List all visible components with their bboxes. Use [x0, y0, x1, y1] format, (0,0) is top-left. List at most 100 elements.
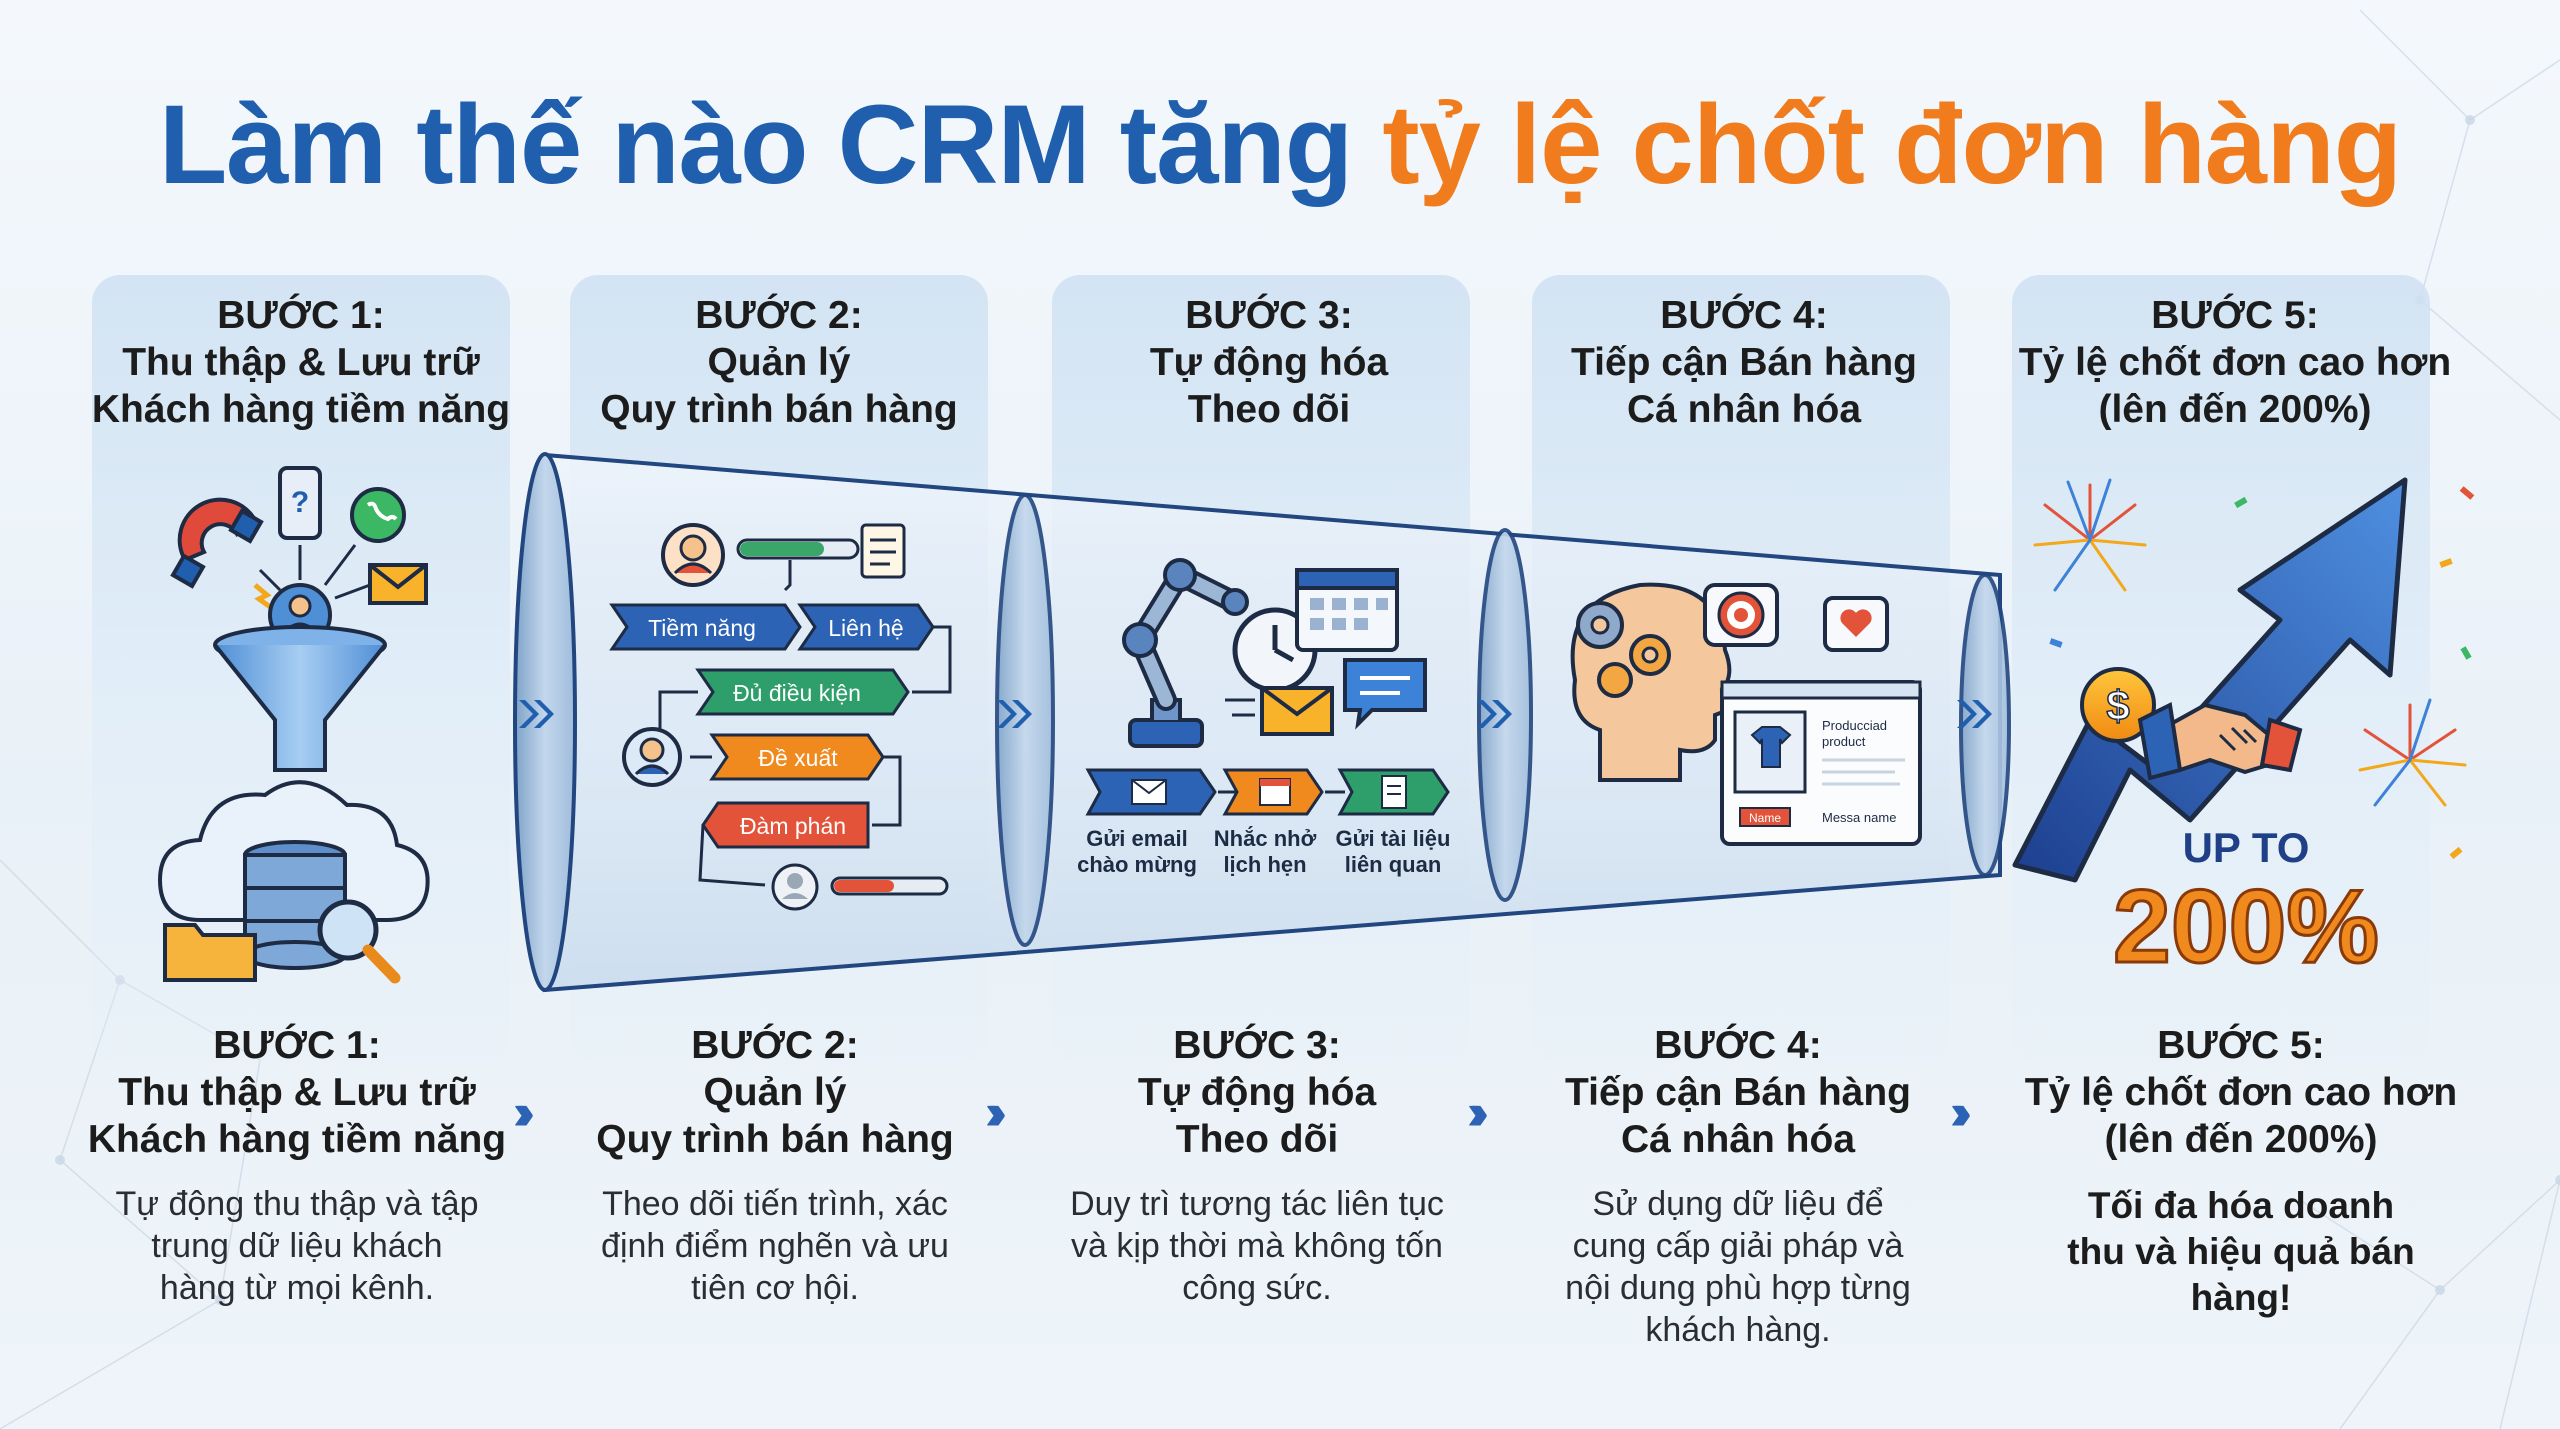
progress-bar-1-fill: [740, 542, 824, 556]
step-2-title-line1: Quản lý: [707, 341, 851, 384]
step-5-description: Tối đa hóa doanh thu và hiệu quả bán hàn…: [2067, 1185, 2415, 1318]
product-card-message: Messa name: [1822, 810, 1896, 825]
firework-right-icon: [2358, 698, 2467, 807]
up-to-label: UP TO: [2183, 824, 2310, 871]
stage-du-dieu-kien: Đủ điều kiện: [695, 668, 910, 716]
svg-text:?: ?: [291, 486, 309, 519]
step-1-summary-label: BƯỚC 1:: [213, 1024, 381, 1067]
step-2-title-line2: Quy trình bán hàng: [600, 388, 958, 431]
percent-label: 200%: [2113, 869, 2379, 985]
step-3-automation: Gửi email chào mừng Nhắc nhở lịch hẹn Gử…: [1077, 558, 1451, 877]
step-1-summary-title-2: Khách hàng tiềm năng: [87, 1118, 507, 1161]
step-2-pipeline: Tiềm năng Liên hệ Đủ điều kiện Đề xuất Đ…: [609, 523, 952, 911]
step-2-label: BƯỚC 2:: [695, 294, 863, 337]
step-1-summary: BƯỚC 1: Thu thập & Lưu trữ Khách hàng ti…: [62, 1022, 532, 1309]
stage-du-dieu-kien-label: Đủ điều kiện: [733, 680, 861, 706]
step-1-header: BƯỚC 1: Thu thập & Lưu trữ Khách hàng ti…: [71, 292, 531, 433]
clipboard-icon: [860, 523, 906, 579]
step-5-summary-label: BƯỚC 5:: [2157, 1024, 2325, 1067]
product-card-name-button: Name: [1749, 811, 1781, 825]
title-part-1: Làm thế nào CRM tăng: [158, 82, 1353, 207]
step-5-summary: BƯỚC 5: Tỷ lệ chốt đơn cao hơn (lên đến …: [2006, 1022, 2476, 1321]
step-4-summary-title-1: Tiếp cận Bán hàng: [1564, 1071, 1911, 1114]
step-5-summary-title-2: (lên đến 200%): [2104, 1118, 2378, 1161]
heart-message-icon: [1823, 596, 1889, 652]
stage-de-xuat: Đề xuất: [709, 733, 885, 781]
funnel-ring-4: [1959, 573, 2011, 877]
calendar-icon: [1295, 568, 1399, 652]
step-5-title-line2: (lên đến 200%): [2098, 388, 2372, 431]
step-3-summary: BƯỚC 3: Tự động hóa Theo dõi Duy trì tươ…: [1022, 1022, 1492, 1309]
step-3-summary-label: BƯỚC 3:: [1173, 1024, 1341, 1067]
step-2-summary-title-1: Quản lý: [703, 1071, 847, 1114]
step-4-summary: BƯỚC 4: Tiếp cận Bán hàng Cá nhân hóa Sử…: [1503, 1022, 1973, 1351]
step-5-result: $ UP TO 200%: [2012, 477, 2475, 987]
firework-left-icon: [2033, 478, 2147, 592]
growth-arrow-icon: [2012, 477, 2408, 883]
robot-arm-icon: [1122, 558, 1249, 748]
step-3-summary-title-1: Tự động hóa: [1137, 1071, 1377, 1114]
chat-app-icon: [350, 487, 406, 543]
step-4-summary-title-2: Cá nhân hóa: [1620, 1118, 1856, 1161]
step-4-label: BƯỚC 4:: [1660, 294, 1828, 337]
stage-lien-he: Liên hệ: [797, 603, 935, 651]
message-bubble-icon: [1343, 658, 1427, 730]
product-card-title-2: product: [1822, 734, 1866, 749]
auto-document-label-1: Gửi tài liệu: [1336, 826, 1451, 851]
step-4-title-line2: Cá nhân hóa: [1626, 388, 1862, 431]
ring-chevrons: [519, 700, 1992, 728]
step-1-icons: ?: [157, 466, 430, 984]
target-icon: [1703, 583, 1779, 647]
step-3-summary-title-2: Theo dõi: [1175, 1118, 1339, 1161]
title-part-2: tỷ lệ chốt đơn hàng: [1382, 82, 2402, 207]
product-card-title-1: Producciad: [1822, 718, 1887, 733]
sales-rep-avatar-icon: [661, 523, 725, 587]
auto-reminder-label-2: lịch hẹn: [1223, 852, 1306, 877]
step-2-summary: BƯỚC 2: Quản lý Quy trình bán hàng Theo …: [540, 1022, 1010, 1309]
magnet-icon: [170, 497, 264, 589]
coin-icon: $: [2080, 667, 2156, 743]
step-2-summary-label: BƯỚC 2:: [691, 1024, 859, 1067]
page-title: Làm thế nào CRM tăng tỷ lệ chốt đơn hàng: [0, 80, 2560, 209]
step-1-title-line2: Khách hàng tiềm năng: [91, 388, 511, 431]
auto-reminder-label-1: Nhắc nhở: [1214, 826, 1317, 851]
step-5-title-line1: Tỷ lệ chốt đơn cao hơn: [2018, 341, 2452, 384]
step-1-summary-title-1: Thu thập & Lưu trữ: [118, 1071, 476, 1114]
stage-tiem-nang-label: Tiềm năng: [648, 615, 756, 641]
auto-email-label-1: Gửi email: [1086, 826, 1188, 851]
step-4-personalization: Producciad product Name Messa name: [1570, 582, 1922, 846]
step-2-header: BƯỚC 2: Quản lý Quy trình bán hàng: [549, 292, 1009, 433]
auto-email-step: [1085, 768, 1217, 816]
folder-icon: [163, 923, 257, 982]
magnifier-icon: [317, 899, 401, 984]
step-3-title-line1: Tự động hóa: [1149, 341, 1389, 384]
stage-de-xuat-label: Đề xuất: [758, 745, 838, 771]
stage-tiem-nang: Tiềm năng: [609, 603, 802, 651]
step-3-label: BƯỚC 3:: [1185, 294, 1353, 337]
funnel-icon: [213, 625, 387, 772]
phone-icon: ?: [278, 466, 322, 540]
step-5-summary-title-1: Tỷ lệ chốt đơn cao hơn: [2024, 1071, 2458, 1114]
stage-lien-he-label: Liên hệ: [828, 615, 903, 641]
step-4-header: BƯỚC 4: Tiếp cận Bán hàng Cá nhân hóa: [1514, 292, 1974, 433]
step-3-description: Duy trì tương tác liên tục và kịp thời m…: [1070, 1185, 1444, 1307]
confetti: [2049, 486, 2475, 860]
email-icon: [368, 563, 428, 605]
email-envelope-icon: [1260, 686, 1334, 736]
step-4-summary-label: BƯỚC 4:: [1654, 1024, 1822, 1067]
step-4-description: Sử dụng dữ liệu để cung cấp giải pháp và…: [1565, 1185, 1911, 1349]
auto-reminder-step: [1222, 768, 1324, 816]
step-5-header: BƯỚC 5: Tỷ lệ chốt đơn cao hơn (lên đến …: [2005, 292, 2465, 433]
stage-dam-phan-label: Đàm phán: [740, 813, 846, 839]
head-gears-icon: [1570, 582, 1732, 782]
auto-document-label-2: liên quan: [1345, 852, 1442, 877]
customer-avatar-icon: [771, 863, 819, 911]
step-4-title-line1: Tiếp cận Bán hàng: [1570, 341, 1917, 384]
auto-document-step: [1337, 768, 1450, 816]
product-card: Producciad product Name Messa name: [1720, 680, 1922, 846]
handshake-icon: [2137, 701, 2303, 781]
step-3-header: BƯỚC 3: Tự động hóa Theo dõi: [1039, 292, 1499, 433]
step-3-title-line2: Theo dõi: [1187, 388, 1351, 431]
step-1-title-line1: Thu thập & Lưu trữ: [122, 341, 480, 384]
